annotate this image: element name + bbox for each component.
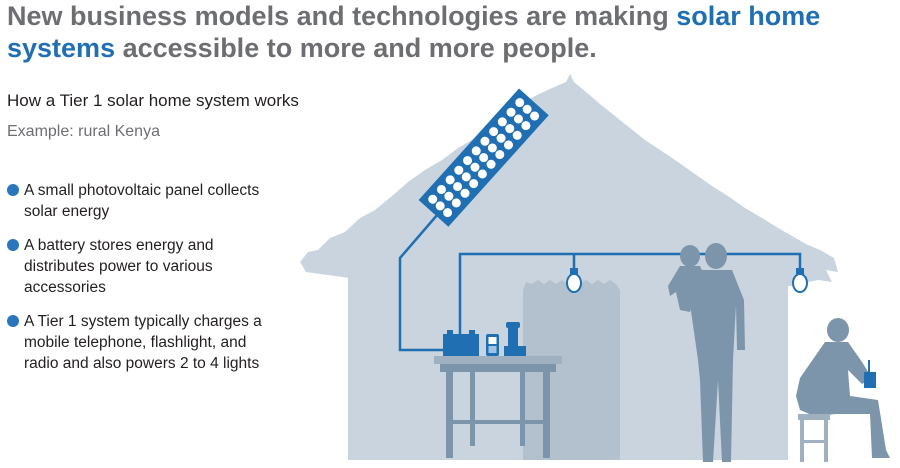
point-text: A small photovoltaic panel collects sola… (24, 182, 260, 220)
table (434, 356, 562, 458)
flashlight-icon (504, 322, 526, 356)
battery-icon (443, 330, 479, 356)
hut-roof (300, 74, 838, 286)
stool (798, 414, 830, 462)
headline-text-after: accessible to more and more people. (115, 33, 597, 63)
bullet-dot-icon (7, 239, 19, 251)
point-text: A Tier 1 system typically charges a mobi… (24, 313, 262, 372)
standing-adult-figure (668, 243, 745, 462)
wiring (398, 213, 802, 352)
light-bulb-icon (566, 268, 582, 293)
seated-man-figure (796, 318, 890, 458)
mobile-phone-icon (486, 334, 499, 356)
example-location: Example: rural Kenya (7, 123, 160, 140)
bullet-dot-icon (7, 184, 19, 196)
solar-panel-icon (418, 88, 549, 227)
list-item: A Tier 1 system typically charges a mobi… (7, 311, 272, 374)
headline: New business models and technologies are… (7, 0, 900, 64)
headline-highlight: solar home systems (7, 1, 821, 63)
list-item: A small photovoltaic panel collects sola… (7, 180, 272, 222)
explanation-list: A small photovoltaic panel collects sola… (7, 180, 272, 387)
hut (300, 74, 838, 460)
list-item: A battery stores energy and distributes … (7, 235, 272, 298)
radio-icon (864, 360, 876, 388)
point-text: A battery stores energy and distributes … (24, 237, 214, 296)
headline-text-before: New business models and technologies are… (7, 1, 677, 31)
bullet-dot-icon (7, 315, 19, 327)
light-bulb-icon (792, 268, 808, 293)
diagram-subtitle: How a Tier 1 solar home system works (7, 91, 299, 110)
